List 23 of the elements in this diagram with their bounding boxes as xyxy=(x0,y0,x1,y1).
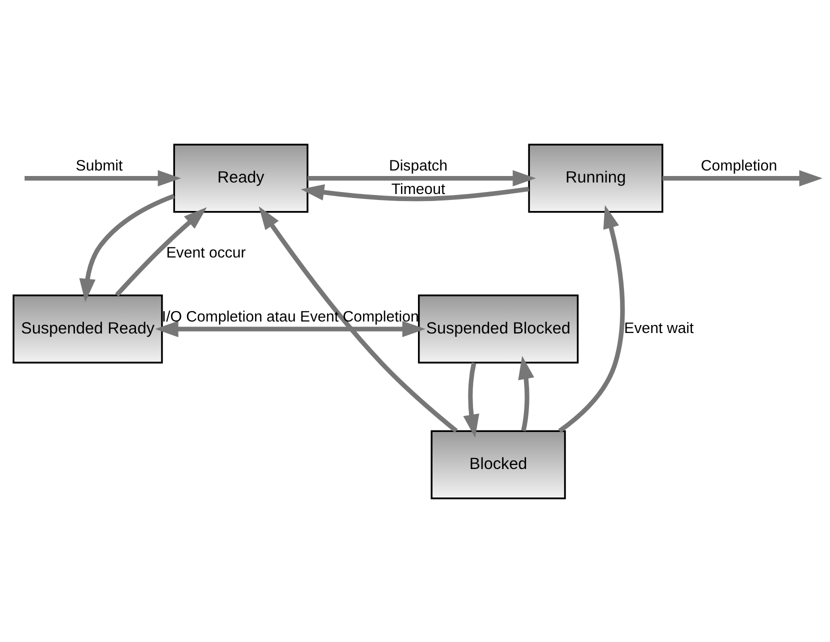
edge-label: Completion xyxy=(700,157,778,174)
edge-label: I/O Completion atau Event Completion xyxy=(162,308,419,325)
arrow xyxy=(463,362,480,438)
arrow xyxy=(662,170,822,186)
edge-label: Event wait xyxy=(624,319,694,336)
node-box: Suspended Ready xyxy=(12,294,163,364)
arrow xyxy=(558,204,625,432)
edge-label: Timeout xyxy=(391,180,446,198)
edge-label: Submit xyxy=(76,157,123,174)
arrow xyxy=(258,206,458,432)
arrow xyxy=(24,170,182,186)
arrow xyxy=(115,206,207,296)
edge-label: Dispatch xyxy=(388,157,448,174)
arrow xyxy=(518,355,534,431)
node-box: Ready xyxy=(173,143,308,212)
node-box: Running xyxy=(528,143,664,212)
node-box: Suspended Blocked xyxy=(418,294,579,364)
node-box: Blocked xyxy=(430,430,566,499)
arrow xyxy=(79,193,175,302)
arrow xyxy=(300,184,530,201)
arrow xyxy=(308,170,536,186)
edge-label: Event occur xyxy=(166,244,246,262)
arrow xyxy=(155,320,426,337)
